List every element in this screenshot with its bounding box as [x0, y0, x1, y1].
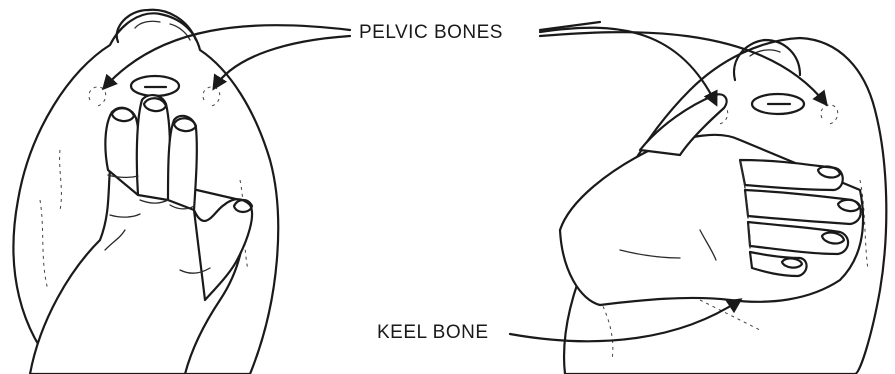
- keel-bone-label: KEEL BONE: [373, 322, 493, 344]
- pelvic-bones-label: PELVIC BONES: [355, 22, 507, 44]
- pelvic-arrow-left-2: [214, 36, 350, 88]
